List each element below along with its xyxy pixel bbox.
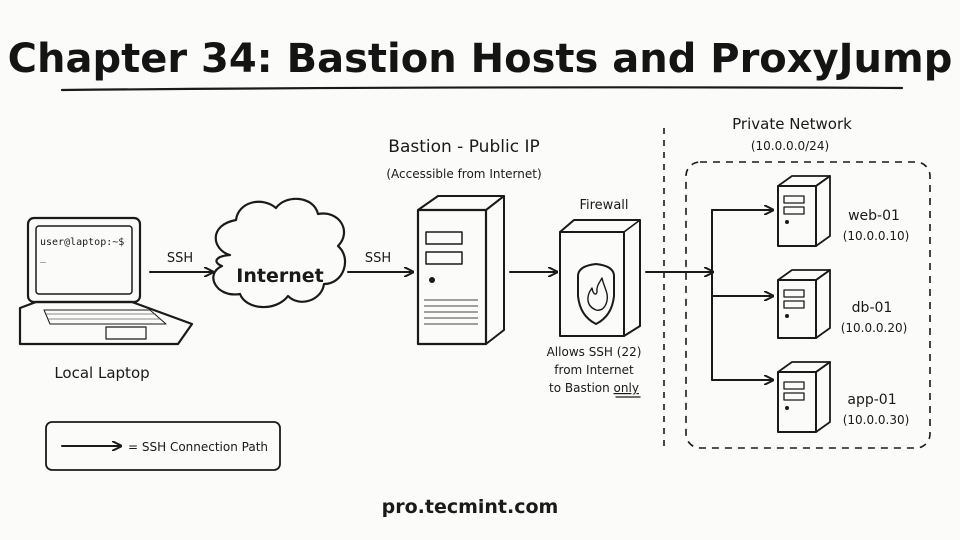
terminal-cursor: _ [40,252,47,263]
host-ip-db-01: (10.0.0.20) [841,321,908,335]
private-network-cidr: (10.0.0.0/24) [751,139,829,153]
legend-box [45,421,281,471]
firewall-label: Firewall [579,198,628,213]
firewall-note-line3: to Bastion only [549,381,639,395]
cloud-icon [212,197,347,309]
ssh-label-laptop-to-internet: SSH [167,251,193,266]
bastion-subtitle: (Accessible from Internet) [386,167,541,181]
server-icon-web-01 [777,175,831,247]
legend-label: = SSH Connection Path [128,440,268,454]
host-name-app-01: app-01 [847,392,896,408]
footer-url: pro.tecmint.com [382,496,559,518]
laptop-icon: user@laptop:~$ _ [18,216,194,346]
title-underline [60,86,904,92]
laptop-label: Local Laptop [54,364,149,382]
firewall-note-line3-emph: only [614,381,639,395]
bastion-title: Bastion - Public IP [388,137,539,157]
internet-label: Internet [236,265,323,287]
ssh-label-internet-to-bastion: SSH [365,251,391,266]
page-title: Chapter 34: Bastion Hosts and ProxyJump [8,36,953,82]
firewall-note-line3-prefix: to Bastion [549,381,614,395]
firewall-icon [559,219,641,337]
firewall-note-line1: Allows SSH (22) [547,345,642,359]
private-network-title: Private Network [732,115,852,133]
terminal-prompt: user@laptop:~$ [40,237,124,248]
host-ip-web-01: (10.0.0.10) [843,229,910,243]
host-ip-app-01: (10.0.0.30) [843,413,910,427]
private-network-box [685,161,931,449]
bastion-server-icon [416,195,505,346]
server-icon-app-01 [777,361,831,433]
firewall-note-line2: from Internet [554,363,634,377]
server-icon-db-01 [777,269,831,339]
host-name-db-01: db-01 [852,300,893,316]
host-name-web-01: web-01 [848,208,900,224]
